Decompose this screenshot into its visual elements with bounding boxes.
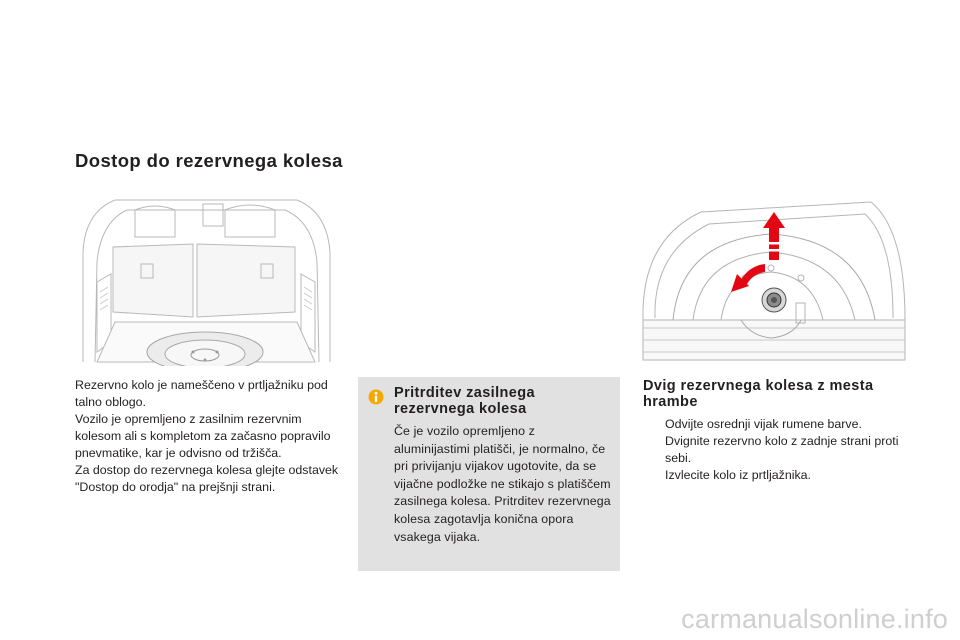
list-item: Dvignite rezervno kolo z zadnje strani p…: [643, 433, 913, 467]
intro-paragraph: Za dostop do rezervnega kolesa glejte od…: [75, 463, 339, 494]
step-text: Izvlecite kolo iz prtljažnika.: [665, 468, 811, 482]
step-text: Dvignite rezervno kolo z zadnje strani p…: [665, 434, 899, 465]
list-item: Odvijte osrednji vijak rumene barve.: [643, 416, 913, 433]
info-icon: [368, 389, 384, 405]
wheel-illustration: [641, 200, 907, 370]
intro-text: Rezervno kolo je nameščeno v prtljažniku…: [75, 377, 345, 496]
intro-paragraph: Rezervno kolo je nameščeno v prtljažniku…: [75, 378, 328, 409]
intro-paragraph: Vozilo je opremljeno z zasilnim rezervni…: [75, 412, 331, 460]
watermark: carmanualsonline.info: [681, 604, 948, 634]
section-title: Dvig rezervnega kolesa z mesta hrambe: [643, 378, 874, 410]
info-box-title: Pritrditev zasilnega rezervnega kolesa: [394, 385, 535, 417]
trunk-illustration: [75, 192, 337, 366]
info-box-text: Če je vozilo opremljeno z aluminijastimi…: [394, 424, 611, 544]
steps-list: Odvijte osrednji vijak rumene barve. Dvi…: [643, 416, 913, 484]
info-box: Pritrditev zasilnega rezervnega kolesa Č…: [358, 377, 620, 571]
page-title: Dostop do rezervnega kolesa: [75, 150, 343, 171]
list-item: Izvlecite kolo iz prtljažnika.: [643, 467, 913, 484]
step-text: Odvijte osrednji vijak rumene barve.: [665, 417, 862, 431]
